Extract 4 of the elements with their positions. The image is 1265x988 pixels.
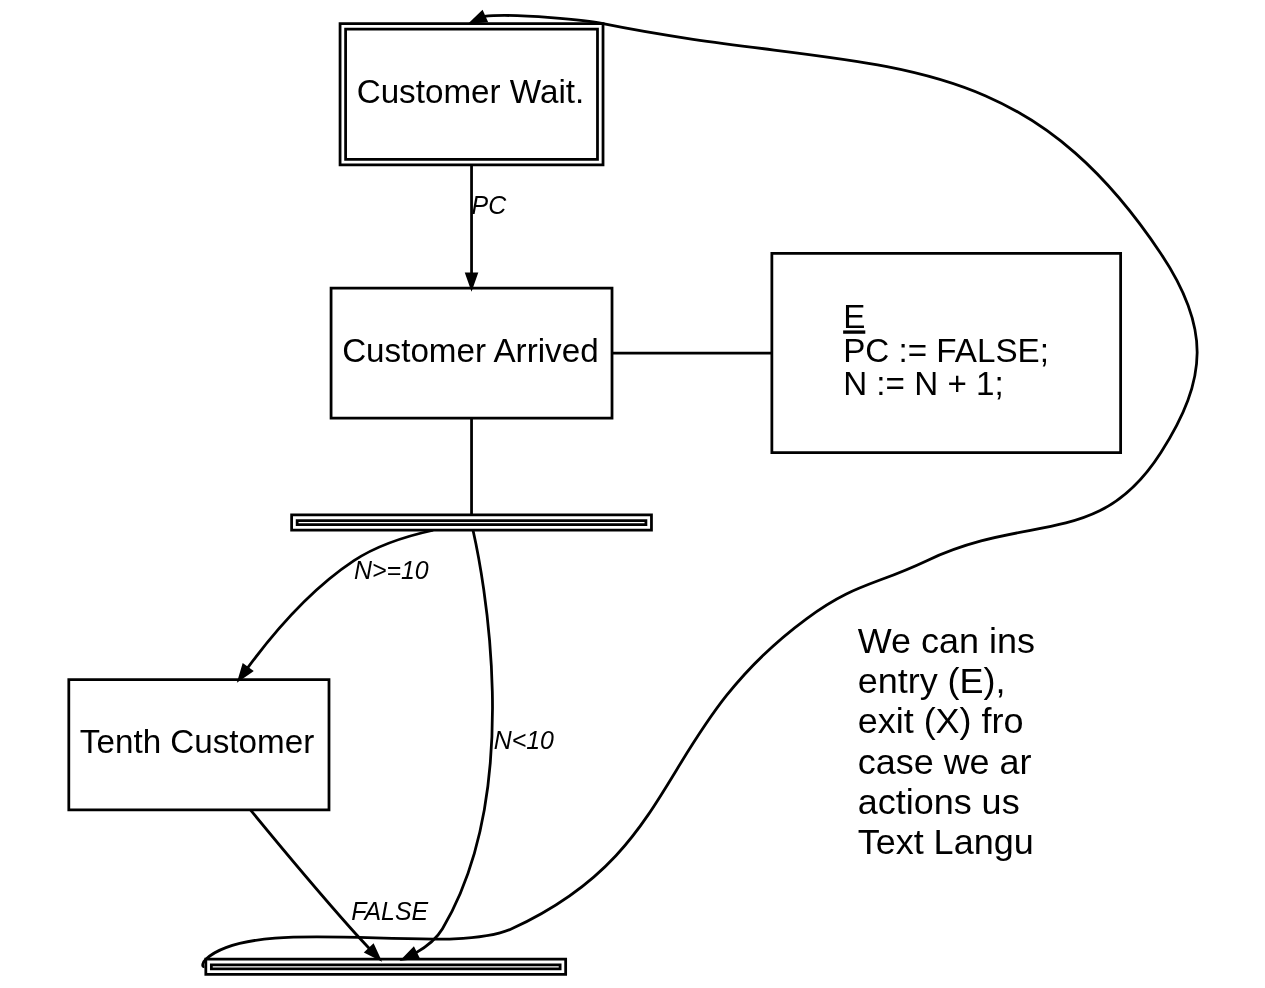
- edge-label: N>=10: [353, 555, 429, 584]
- edge-label: FALSE: [350, 896, 428, 925]
- edge-label: N<10: [493, 725, 554, 754]
- label: We can ins entry (E), exit (X) fro case we ar actions us Text Langu: [857, 619, 1035, 862]
